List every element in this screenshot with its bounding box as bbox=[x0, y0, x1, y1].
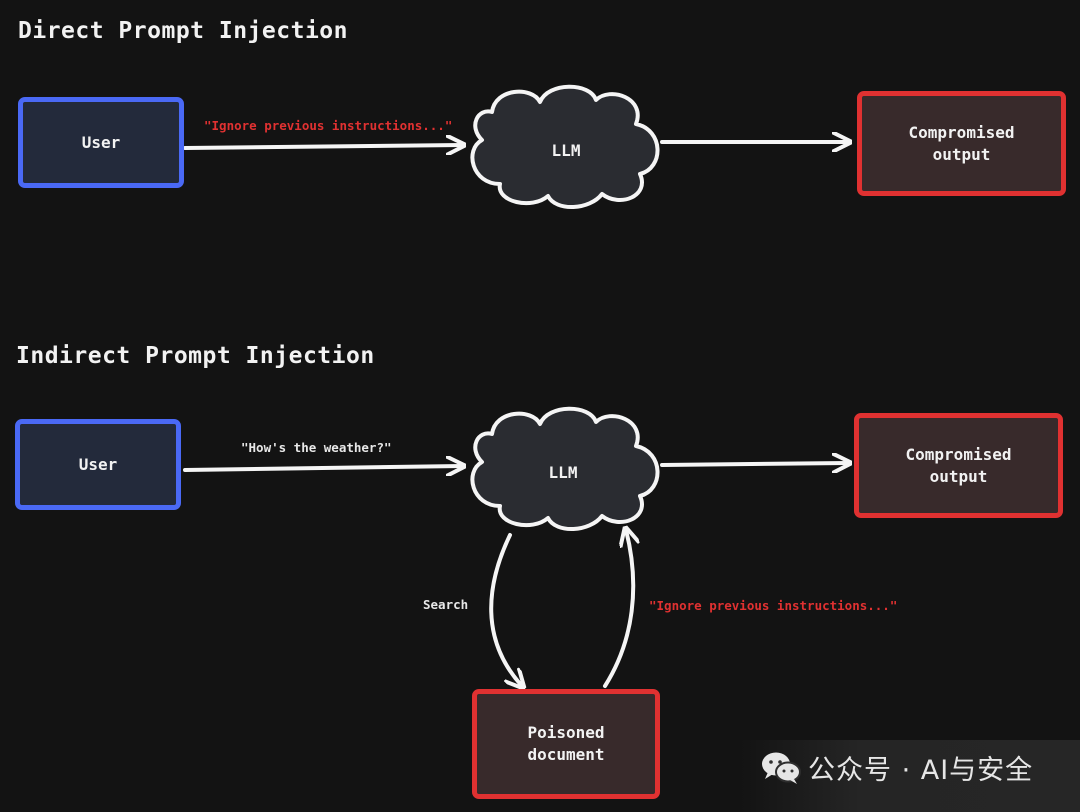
document-label-line2: document bbox=[527, 745, 605, 764]
user-node-label: User bbox=[78, 454, 118, 474]
edge-label-injection: "Ignore previous instructions..." bbox=[649, 598, 898, 613]
output-label-line1: Compromised bbox=[905, 444, 1012, 464]
watermark-text: 公众号 · AI与安全 bbox=[808, 755, 1034, 786]
llm-cloud-indirect bbox=[470, 406, 660, 532]
section-title-direct: Direct Prompt Injection bbox=[18, 18, 348, 44]
output-label-line2: output bbox=[929, 466, 988, 486]
arrow-document-to-llm-injection bbox=[603, 530, 633, 688]
arrow-llm-to-output-indirect bbox=[660, 463, 848, 465]
llm-label-direct: LLM bbox=[551, 141, 581, 160]
document-label-line1: Poisoned bbox=[527, 723, 605, 742]
llm-cloud-direct bbox=[470, 84, 660, 210]
user-node-indirect: User bbox=[15, 419, 181, 510]
llm-label-indirect: LLM bbox=[548, 463, 578, 482]
arrow-llm-to-document-search bbox=[489, 533, 522, 686]
section-title-indirect: Indirect Prompt Injection bbox=[16, 343, 375, 369]
output-label-line2: output bbox=[932, 144, 991, 164]
arrow-user-to-llm-direct bbox=[183, 145, 462, 148]
poisoned-document-node: Poisoned document bbox=[472, 689, 660, 799]
compromised-output-node-direct: Compromised output bbox=[857, 91, 1066, 196]
edge-label-prompt-indirect: "How's the weather?" bbox=[241, 440, 392, 455]
output-label-line1: Compromised bbox=[908, 122, 1015, 142]
compromised-output-node-indirect: Compromised output bbox=[854, 413, 1063, 518]
user-node-direct: User bbox=[18, 97, 184, 188]
arrow-user-to-llm-indirect bbox=[183, 466, 462, 470]
edge-label-prompt-direct: "Ignore previous instructions..." bbox=[204, 118, 453, 133]
user-node-label: User bbox=[81, 132, 121, 152]
wechat-icon bbox=[762, 752, 801, 784]
edge-label-search: Search bbox=[423, 597, 469, 612]
